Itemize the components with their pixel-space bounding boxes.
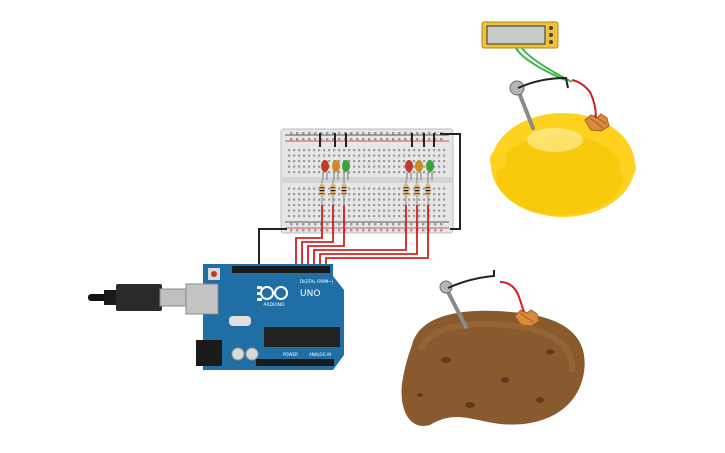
led-group-left[interactable]: [321, 160, 350, 180]
crystal: [229, 316, 251, 326]
lemon[interactable]: [490, 113, 636, 217]
potato-red-wire[interactable]: [499, 281, 525, 313]
breadboard[interactable]: [280, 128, 454, 234]
lemon-black-wire[interactable]: [517, 76, 569, 89]
potato[interactable]: [401, 310, 585, 426]
breadboard-top-wires[interactable]: [319, 133, 461, 230]
lemon-zinc-nail[interactable]: [509, 80, 535, 130]
led-group-right[interactable]: [405, 160, 434, 180]
power-jack: [196, 340, 222, 366]
multimeter-probe-wires[interactable]: [515, 47, 573, 83]
arduino-brand-text: ARDUINO: [263, 302, 285, 308]
led-orange-right: [415, 160, 423, 180]
power-header-label: POWER: [283, 352, 298, 357]
atmega-chip: [264, 327, 340, 347]
led-red-left: [321, 160, 329, 180]
arduino-model-text: UNO: [300, 289, 320, 299]
potato-black-wire[interactable]: [447, 270, 495, 289]
led-red-right: [405, 160, 413, 180]
on-led-indicator: [257, 286, 262, 301]
arduino-uno[interactable]: ARDUINO UNO DIGITAL (PWM~) POWER ANALOG …: [185, 264, 344, 370]
usb-cable[interactable]: [88, 284, 187, 311]
usb-b-port: [185, 283, 219, 315]
led-green-right: [426, 160, 434, 180]
lemon-red-wire[interactable]: [571, 79, 597, 119]
resistors[interactable]: [319, 180, 431, 205]
potato-zinc-nail[interactable]: [439, 280, 468, 329]
power-analog-header: [256, 359, 334, 366]
breadboard-to-arduino-wires[interactable]: [295, 205, 429, 268]
led-green-left: [342, 160, 350, 180]
digital-header-label: DIGITAL (PWM~): [300, 279, 334, 284]
arduino-ground-wire[interactable]: [258, 228, 287, 268]
led-orange-left: [332, 160, 340, 180]
digital-header: [232, 266, 330, 273]
analog-header-label: ANALOG IN: [309, 352, 331, 357]
multimeter[interactable]: [481, 21, 559, 49]
